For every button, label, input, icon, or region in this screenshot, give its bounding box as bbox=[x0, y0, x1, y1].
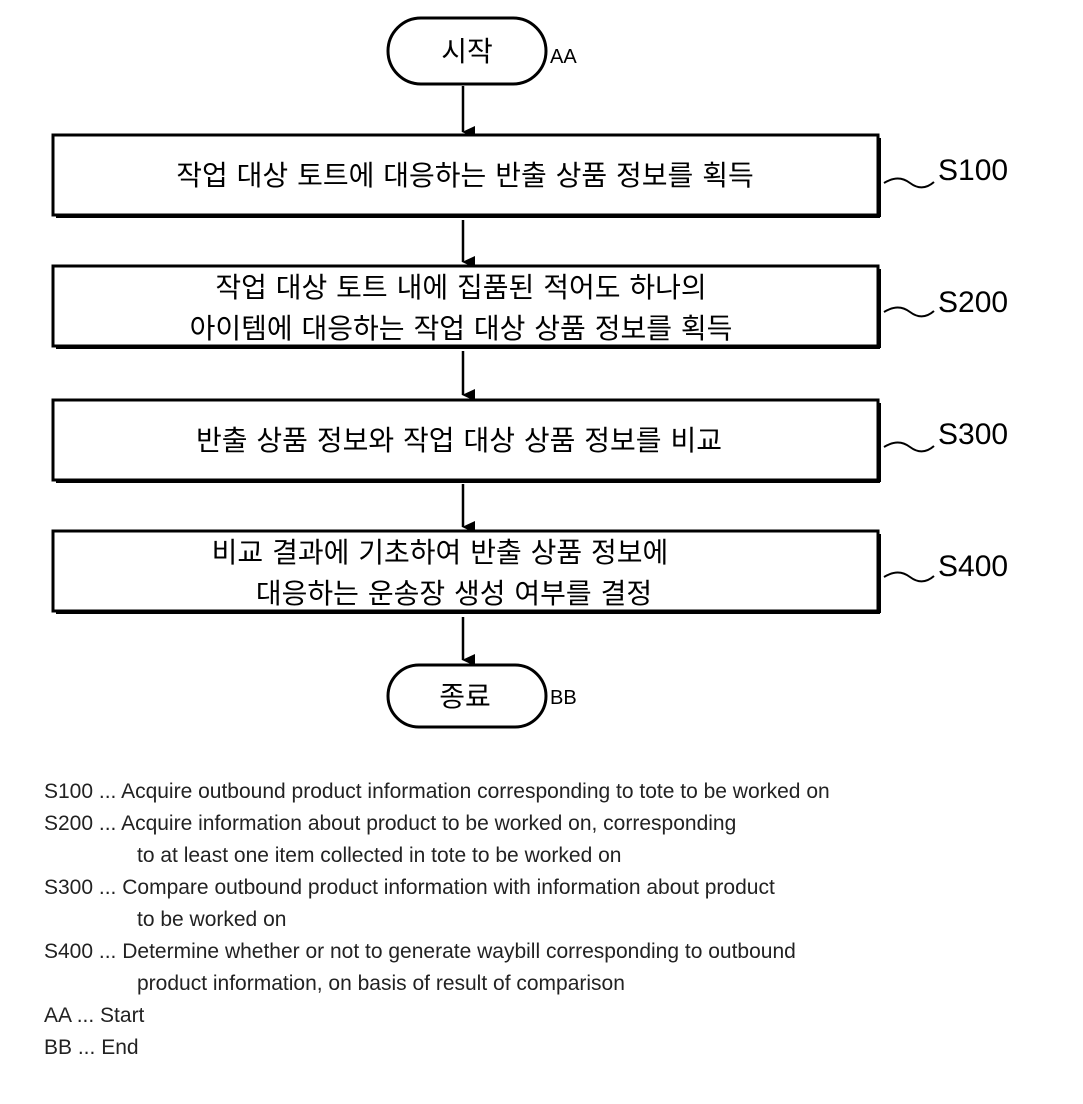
start-terminal: 시작 AA bbox=[388, 18, 577, 84]
legend-key: S100 bbox=[44, 780, 93, 803]
legend-sep: ... bbox=[93, 780, 121, 803]
step-text: 작업 대상 토트 내에 집품된 적어도 하나의 bbox=[215, 271, 706, 304]
step-label-s400: S400 bbox=[938, 550, 1008, 583]
legend-key: S300 bbox=[44, 876, 93, 899]
process-box-s400: 비교 결과에 기초하여 반출 상품 정보에 대응하는 운송장 생성 여부를 결정… bbox=[53, 531, 1008, 613]
legend-text: End bbox=[101, 1036, 138, 1059]
legend-text: Determine whether or not to generate way… bbox=[122, 940, 796, 963]
step-text: 대응하는 운송장 생성 여부를 결정 bbox=[256, 577, 652, 610]
process-box-s300: 반출 상품 정보와 작업 대상 상품 정보를 비교 S300 bbox=[53, 400, 1008, 482]
legend-item-s400: S400 ... Determine whether or not to gen… bbox=[44, 936, 1044, 1000]
legend-text-continued: product information, on basis of result … bbox=[44, 968, 1044, 1000]
legend-text: Acquire outbound product information cor… bbox=[121, 780, 830, 803]
process-box-s100: 작업 대상 토트에 대응하는 반출 상품 정보를 획득 S100 bbox=[53, 135, 1008, 217]
legend-text-continued: to at least one item collected in tote t… bbox=[44, 840, 1044, 872]
legend-item-s100: S100 ... Acquire outbound product inform… bbox=[44, 776, 1044, 808]
legend-key: S400 bbox=[44, 940, 93, 963]
legend-sep: ... bbox=[93, 940, 122, 963]
step-text: 반출 상품 정보와 작업 대상 상품 정보를 비교 bbox=[196, 424, 722, 457]
flowchart: 시작 AA 작업 대상 토트에 대응하는 반출 상품 정보를 획득 S100 작… bbox=[0, 0, 1083, 770]
step-text: 작업 대상 토트에 대응하는 반출 상품 정보를 획득 bbox=[176, 159, 754, 192]
legend-sep: ... bbox=[93, 812, 121, 835]
step-label-s200: S200 bbox=[938, 286, 1008, 319]
process-box-s200: 작업 대상 토트 내에 집품된 적어도 하나의 아이템에 대응하는 작업 대상 … bbox=[53, 266, 1008, 348]
end-text: 종료 bbox=[439, 680, 491, 713]
legend-text: Compare outbound product information wit… bbox=[122, 876, 775, 899]
legend-text: Acquire information about product to be … bbox=[121, 812, 736, 835]
end-terminal: 종료 BB bbox=[388, 665, 577, 727]
legend-item-s300: S300 ... Compare outbound product inform… bbox=[44, 872, 1044, 936]
legend-text: Start bbox=[100, 1004, 144, 1027]
start-tag: AA bbox=[550, 46, 577, 68]
step-text: 비교 결과에 기초하여 반출 상품 정보에 bbox=[212, 536, 669, 569]
legend-sep: ... bbox=[72, 1036, 101, 1059]
step-label-s300: S300 bbox=[938, 418, 1008, 451]
legend-text-continued: to be worked on bbox=[44, 904, 1044, 936]
legend: S100 ... Acquire outbound product inform… bbox=[44, 776, 1044, 1064]
start-text: 시작 bbox=[441, 35, 493, 68]
legend-key: S200 bbox=[44, 812, 93, 835]
end-tag: BB bbox=[550, 687, 577, 709]
legend-key: AA bbox=[44, 1004, 71, 1027]
step-text: 아이템에 대응하는 작업 대상 상품 정보를 획득 bbox=[190, 312, 733, 345]
legend-sep: ... bbox=[93, 876, 122, 899]
legend-item-bb: BB ... End bbox=[44, 1032, 1044, 1064]
legend-item-aa: AA ... Start bbox=[44, 1000, 1044, 1032]
legend-key: BB bbox=[44, 1036, 72, 1059]
step-label-s100: S100 bbox=[938, 154, 1008, 187]
legend-item-s200: S200 ... Acquire information about produ… bbox=[44, 808, 1044, 872]
legend-sep: ... bbox=[71, 1004, 100, 1027]
